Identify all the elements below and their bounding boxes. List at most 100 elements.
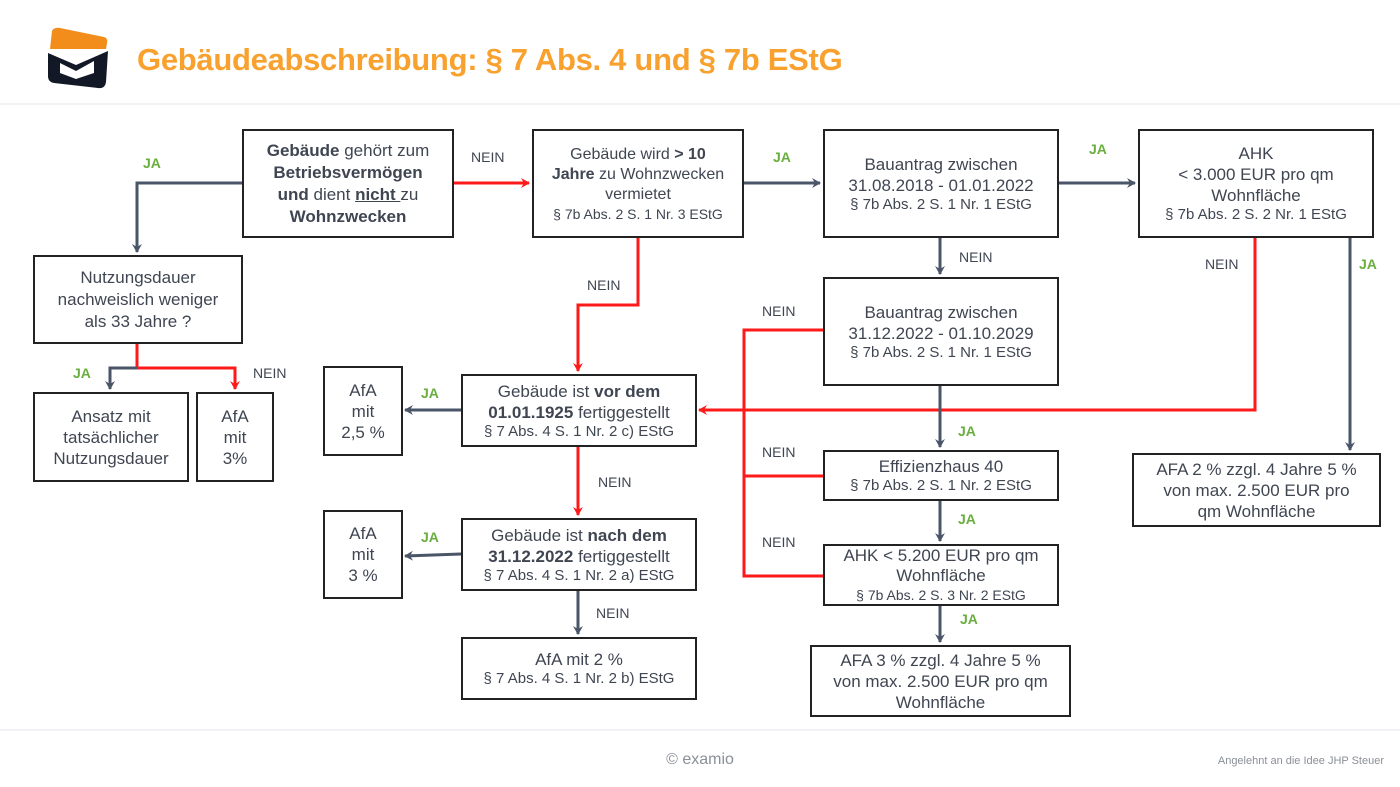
text: als 33 Jahre ? — [84, 311, 192, 331]
legal-reference: § 7 Abs. 4 S. 1 Nr. 2 a) EStG — [483, 566, 675, 584]
label-nein: NEIN — [471, 149, 505, 165]
text: Ansatz mit — [71, 406, 151, 426]
footer-divider — [0, 729, 1400, 731]
box-ahk-3000: AHK < 3.000 EUR pro qm Wohnfläche§ 7b Abs.… — [1138, 129, 1374, 238]
text: gehört zum — [339, 140, 430, 160]
edge-b2-b10 — [573, 237, 640, 372]
footer-credit: Angelehnt an die Idee JHP Steuer — [1217, 755, 1384, 767]
label-ja: JA — [1359, 256, 1377, 272]
label-ja: JA — [1089, 141, 1107, 157]
legal-reference: § 7 Abs. 4 S. 1 Nr. 2 b) EStG — [483, 670, 675, 687]
label-nein: NEIN — [596, 605, 630, 621]
legal-reference: § 7b Abs. 2 S. 1 Nr. 1 EStG — [850, 195, 1032, 213]
text: Wohnfläche — [1211, 186, 1301, 205]
logo — [46, 27, 110, 89]
text: mit — [351, 545, 375, 564]
text: 3 % — [348, 566, 378, 585]
edge-b14-b13 — [404, 550, 462, 561]
text: zu Wohnzwecken — [594, 165, 725, 183]
text: nachweislich weniger — [57, 289, 219, 309]
edge-b5-b6 — [105, 366, 137, 390]
text: Gebäude wird — [570, 145, 675, 163]
text: 31.08.2018 - 01.01.2022 — [848, 175, 1034, 195]
text: von max. 2.500 EUR pro qm — [833, 671, 1048, 691]
text: 01.01.1925 — [488, 402, 574, 422]
text: mit — [351, 401, 375, 421]
legal-reference: § 7b Abs. 2 S. 1 Nr. 3 EStG — [553, 205, 723, 222]
edge-b8-b10 — [742, 328, 823, 578]
box-effizienzhaus-40: Effizienzhaus 40§ 7b Abs. 2 S. 1 Nr. 2 E… — [823, 450, 1059, 501]
label-ja: JA — [421, 529, 439, 545]
text: und — [277, 184, 309, 204]
label-nein: NEIN — [1205, 256, 1239, 272]
box-afa-2-prozent: AfA mit 2 %§ 7 Abs. 4 S. 1 Nr. 2 b) EStG — [461, 637, 697, 700]
box-afa-3-prozent-neubau: AfA mit 3 % — [323, 510, 403, 599]
legal-reference: § 7b Abs. 2 S. 1 Nr. 2 EStG — [850, 476, 1032, 494]
box-nach-2022: Gebäude ist nach dem 31.12.2022 fertigge… — [461, 518, 697, 591]
text: Wohnfläche — [895, 692, 986, 712]
box-vor-1925: Gebäude ist vor dem 01.01.1925 fertigges… — [461, 374, 697, 447]
legal-reference: § 7b Abs. 2 S. 1 Nr. 1 EStG — [850, 343, 1032, 361]
text: nicht — [355, 184, 401, 204]
text: AfA — [221, 406, 249, 426]
text: AHK — [1238, 144, 1274, 163]
edge-b4-b10 — [698, 237, 1257, 415]
footer-copyright: © examio — [666, 751, 734, 768]
box-afa-3-zzgl-5: AFA 3 % zzgl. 4 Jahre 5 %von max. 2.500 … — [810, 645, 1071, 717]
text: Wohnfläche — [896, 566, 986, 585]
label-nein: NEIN — [587, 277, 621, 293]
text: tatsächlicher — [63, 427, 159, 447]
legal-reference: § 7b Abs. 2 S. 2 Nr. 1 EStG — [1165, 206, 1347, 223]
text: dient — [308, 184, 356, 204]
legal-reference: § 7b Abs. 2 S. 3 Nr. 2 EStG — [856, 587, 1026, 603]
label-nein: NEIN — [762, 303, 796, 319]
text: 3% — [222, 448, 248, 468]
label-ja: JA — [421, 385, 439, 401]
text: von max. 2.500 EUR pro — [1163, 480, 1350, 500]
text: mit — [223, 427, 247, 447]
text: Gebäude ist — [491, 525, 588, 545]
text: fertiggestellt — [573, 402, 670, 422]
legal-reference: § 7 Abs. 4 S. 1 Nr. 2 c) EStG — [483, 422, 675, 440]
label-nein: NEIN — [762, 534, 796, 550]
label-nein: NEIN — [598, 474, 632, 490]
text: vor dem — [594, 381, 661, 401]
text: AfA mit 2 % — [535, 650, 623, 669]
text: Betriebsvermögen — [273, 162, 423, 182]
text: 2,5 % — [341, 422, 385, 442]
text: vermietet — [605, 185, 671, 203]
box-afa-2-zzgl-5: AFA 2 % zzgl. 4 Jahre 5 %von max. 2.500 … — [1132, 453, 1381, 527]
label-ja: JA — [73, 365, 91, 381]
text: Effizienzhaus 40 — [878, 456, 1004, 476]
text: > 10 — [674, 145, 706, 163]
text: Gebäude — [266, 140, 340, 160]
label-nein: NEIN — [253, 365, 287, 381]
text: Wohnzwecken — [289, 206, 407, 226]
label-ja: JA — [960, 611, 978, 627]
text: zu — [400, 184, 419, 204]
text: AfA — [349, 524, 377, 543]
text: Gebäude ist — [497, 381, 595, 401]
text: Bauantrag zwischen — [864, 302, 1018, 322]
text: fertiggestellt — [573, 546, 670, 566]
text: < 3.000 EUR pro qm — [1178, 165, 1334, 184]
label-nein: NEIN — [959, 249, 993, 265]
text: 31.12.2022 — [488, 546, 574, 566]
header-divider — [0, 103, 1400, 105]
text: Nutzungsdauer — [80, 267, 196, 287]
text: Bauantrag zwischen — [864, 154, 1018, 174]
text: nach dem — [587, 525, 667, 545]
text: AFA 2 % zzgl. 4 Jahre 5 % — [1156, 459, 1357, 479]
text: AFA 3 % zzgl. 4 Jahre 5 % — [840, 650, 1041, 670]
label-ja: JA — [958, 423, 976, 439]
edge-b1-b5 — [132, 181, 242, 253]
text: qm Wohnfläche — [1197, 501, 1316, 521]
